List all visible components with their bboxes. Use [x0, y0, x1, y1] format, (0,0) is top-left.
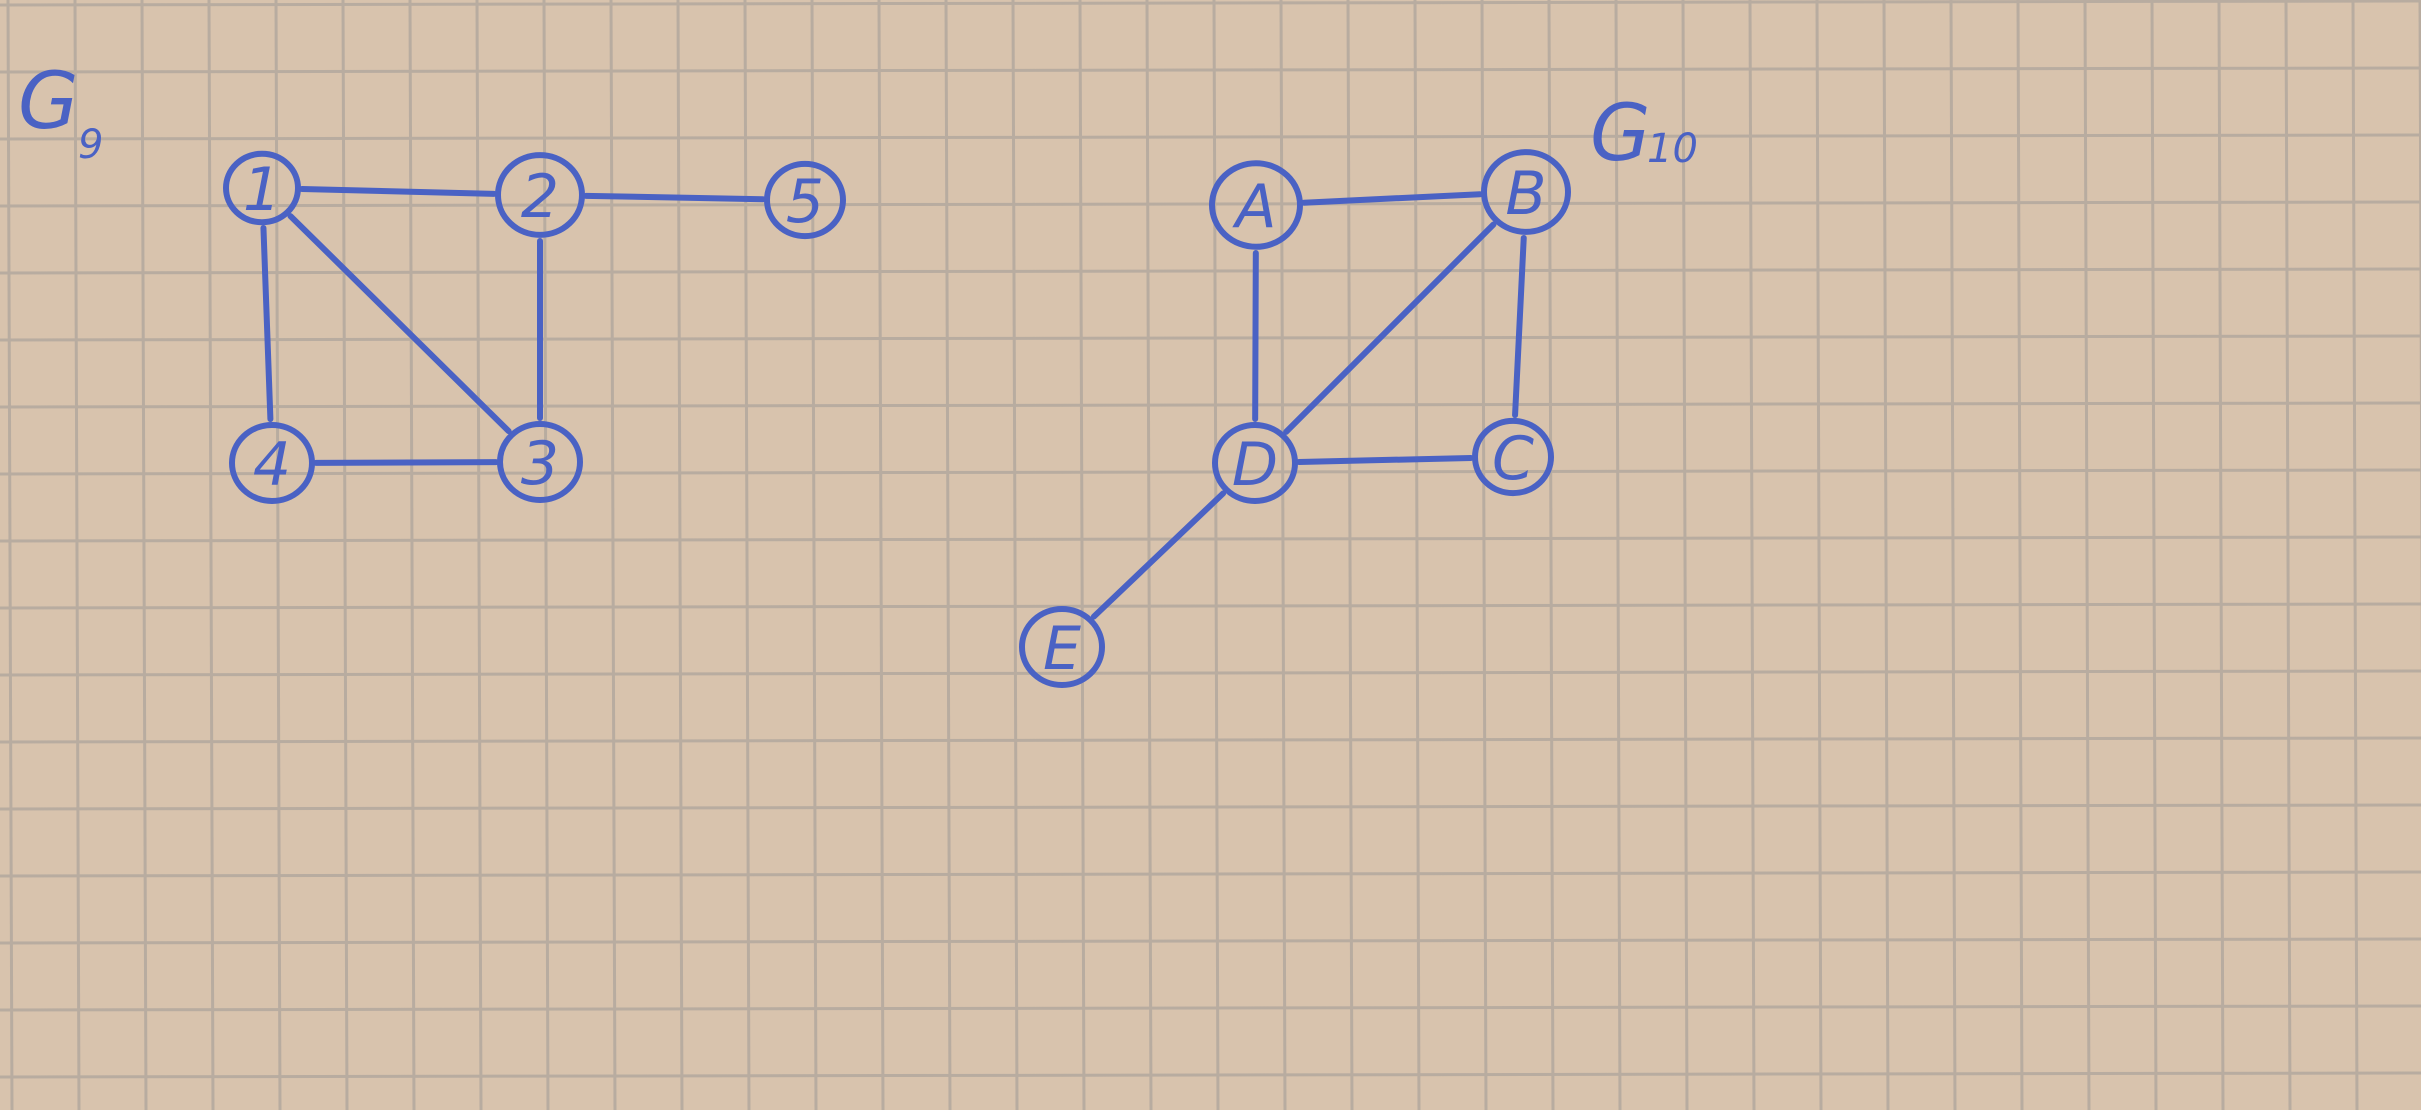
grid-line-horizontal — [0, 468, 2421, 476]
grid-line-horizontal — [0, 736, 2421, 744]
grid-line-vertical — [1078, 0, 1086, 1110]
node-A-circle — [1209, 160, 1303, 250]
grid-line-vertical — [1413, 0, 1421, 1110]
grid-line-horizontal — [0, 133, 2421, 141]
node-D-label: D — [1232, 430, 1278, 500]
edge-B-C — [1512, 234, 1527, 419]
grid-line-vertical — [1614, 0, 1622, 1110]
grid-line-horizontal — [0, 870, 2421, 878]
grid-line-horizontal — [0, 602, 2421, 610]
node-E-circle — [1019, 606, 1105, 688]
grid-line-vertical — [2217, 0, 2225, 1110]
grid-line-vertical — [1748, 0, 1756, 1110]
graph-title-g9-letter: G — [18, 57, 78, 147]
grid-line-vertical — [2083, 0, 2091, 1110]
node-4-circle — [229, 422, 315, 504]
grid-line-horizontal — [0, 535, 2421, 543]
grid-line-vertical — [274, 0, 282, 1110]
graph-g10-edges — [1090, 191, 1527, 620]
edge-1-3 — [287, 213, 512, 435]
grid-line-vertical — [2016, 0, 2024, 1110]
grid-line-vertical — [676, 0, 684, 1110]
node-A-label: A — [1231, 172, 1276, 242]
grid-line-horizontal — [0, 0, 2421, 7]
grid-line-vertical — [877, 0, 885, 1110]
edge-D-E — [1090, 490, 1227, 620]
graph-title-g9-subscript: 9 — [78, 122, 103, 168]
node-5-label: 5 — [786, 167, 824, 237]
grid-line-vertical — [2150, 0, 2158, 1110]
grid-line-vertical — [6, 0, 14, 1110]
grid-line-vertical — [1011, 0, 1019, 1110]
grid-line-horizontal — [0, 803, 2421, 811]
graph-title-g10-subscript: 10 — [1647, 126, 1698, 172]
edge-1-4 — [260, 224, 274, 423]
edge-D-C — [1295, 454, 1475, 465]
grid-line-vertical — [207, 0, 215, 1110]
grid-line-horizontal — [0, 267, 2421, 275]
graph-g9-nodes: 1 2 3 4 5 — [223, 150, 846, 504]
grid-line-horizontal — [0, 334, 2421, 342]
node-2-circle — [495, 152, 585, 238]
grid-line-vertical — [1547, 0, 1555, 1110]
grid-line-vertical — [1949, 0, 1957, 1110]
graph-g10-nodes: A B C D E — [1019, 149, 1571, 688]
grid-line-vertical — [1681, 0, 1689, 1110]
edge-2-5 — [582, 192, 767, 203]
node-C-label: C — [1492, 424, 1534, 494]
node-B-label: B — [1505, 159, 1546, 229]
node-E-label: E — [1043, 614, 1081, 684]
graph-title-g10: G 10 — [1590, 89, 1698, 179]
grid-line-horizontal — [0, 1004, 2421, 1012]
grid-line-vertical — [341, 0, 349, 1110]
grid-line-horizontal — [0, 66, 2421, 74]
node-1-circle — [223, 150, 301, 226]
grid-line-vertical — [2351, 0, 2359, 1110]
edge-4-3 — [312, 459, 500, 466]
grid-line-vertical — [140, 0, 148, 1110]
grid-line-vertical — [743, 0, 751, 1110]
node-3-circle — [497, 421, 583, 503]
node-C-circle — [1472, 417, 1554, 497]
edge-A-D — [1252, 249, 1259, 423]
grid-line-vertical — [1346, 0, 1354, 1110]
grid-line-horizontal — [0, 937, 2421, 945]
grid-line-vertical — [1279, 0, 1287, 1110]
grid-line-vertical — [1145, 0, 1153, 1110]
grid-line-vertical — [2284, 0, 2292, 1110]
node-B-circle — [1481, 149, 1571, 235]
graph-g9-edges — [260, 186, 767, 466]
grid-line-vertical — [1882, 0, 1890, 1110]
grid-line-vertical — [609, 0, 617, 1110]
node-5-circle — [764, 160, 846, 240]
grid-line-vertical — [1815, 0, 1823, 1110]
graph-title-g10-letter: G — [1590, 89, 1650, 179]
edge-A-B — [1300, 191, 1484, 206]
node-3-label: 3 — [521, 429, 559, 499]
grid-line-vertical — [810, 0, 818, 1110]
node-4-label: 4 — [253, 430, 291, 500]
node-D-circle — [1212, 422, 1298, 504]
grid-line-horizontal — [0, 401, 2421, 409]
edge-1-2 — [298, 186, 498, 197]
node-2-label: 2 — [521, 162, 559, 232]
edge-B-D — [1283, 221, 1497, 435]
grid-line-horizontal — [0, 669, 2421, 677]
grid-line-vertical — [475, 0, 483, 1110]
grid-line-horizontal — [0, 1071, 2421, 1079]
node-1-label: 1 — [243, 155, 281, 225]
grid-line-vertical — [73, 0, 81, 1110]
grid-line-vertical — [944, 0, 952, 1110]
grid-line-vertical — [408, 0, 416, 1110]
grid-line-vertical — [542, 0, 550, 1110]
graph-title-g9: G 9 — [18, 57, 103, 168]
